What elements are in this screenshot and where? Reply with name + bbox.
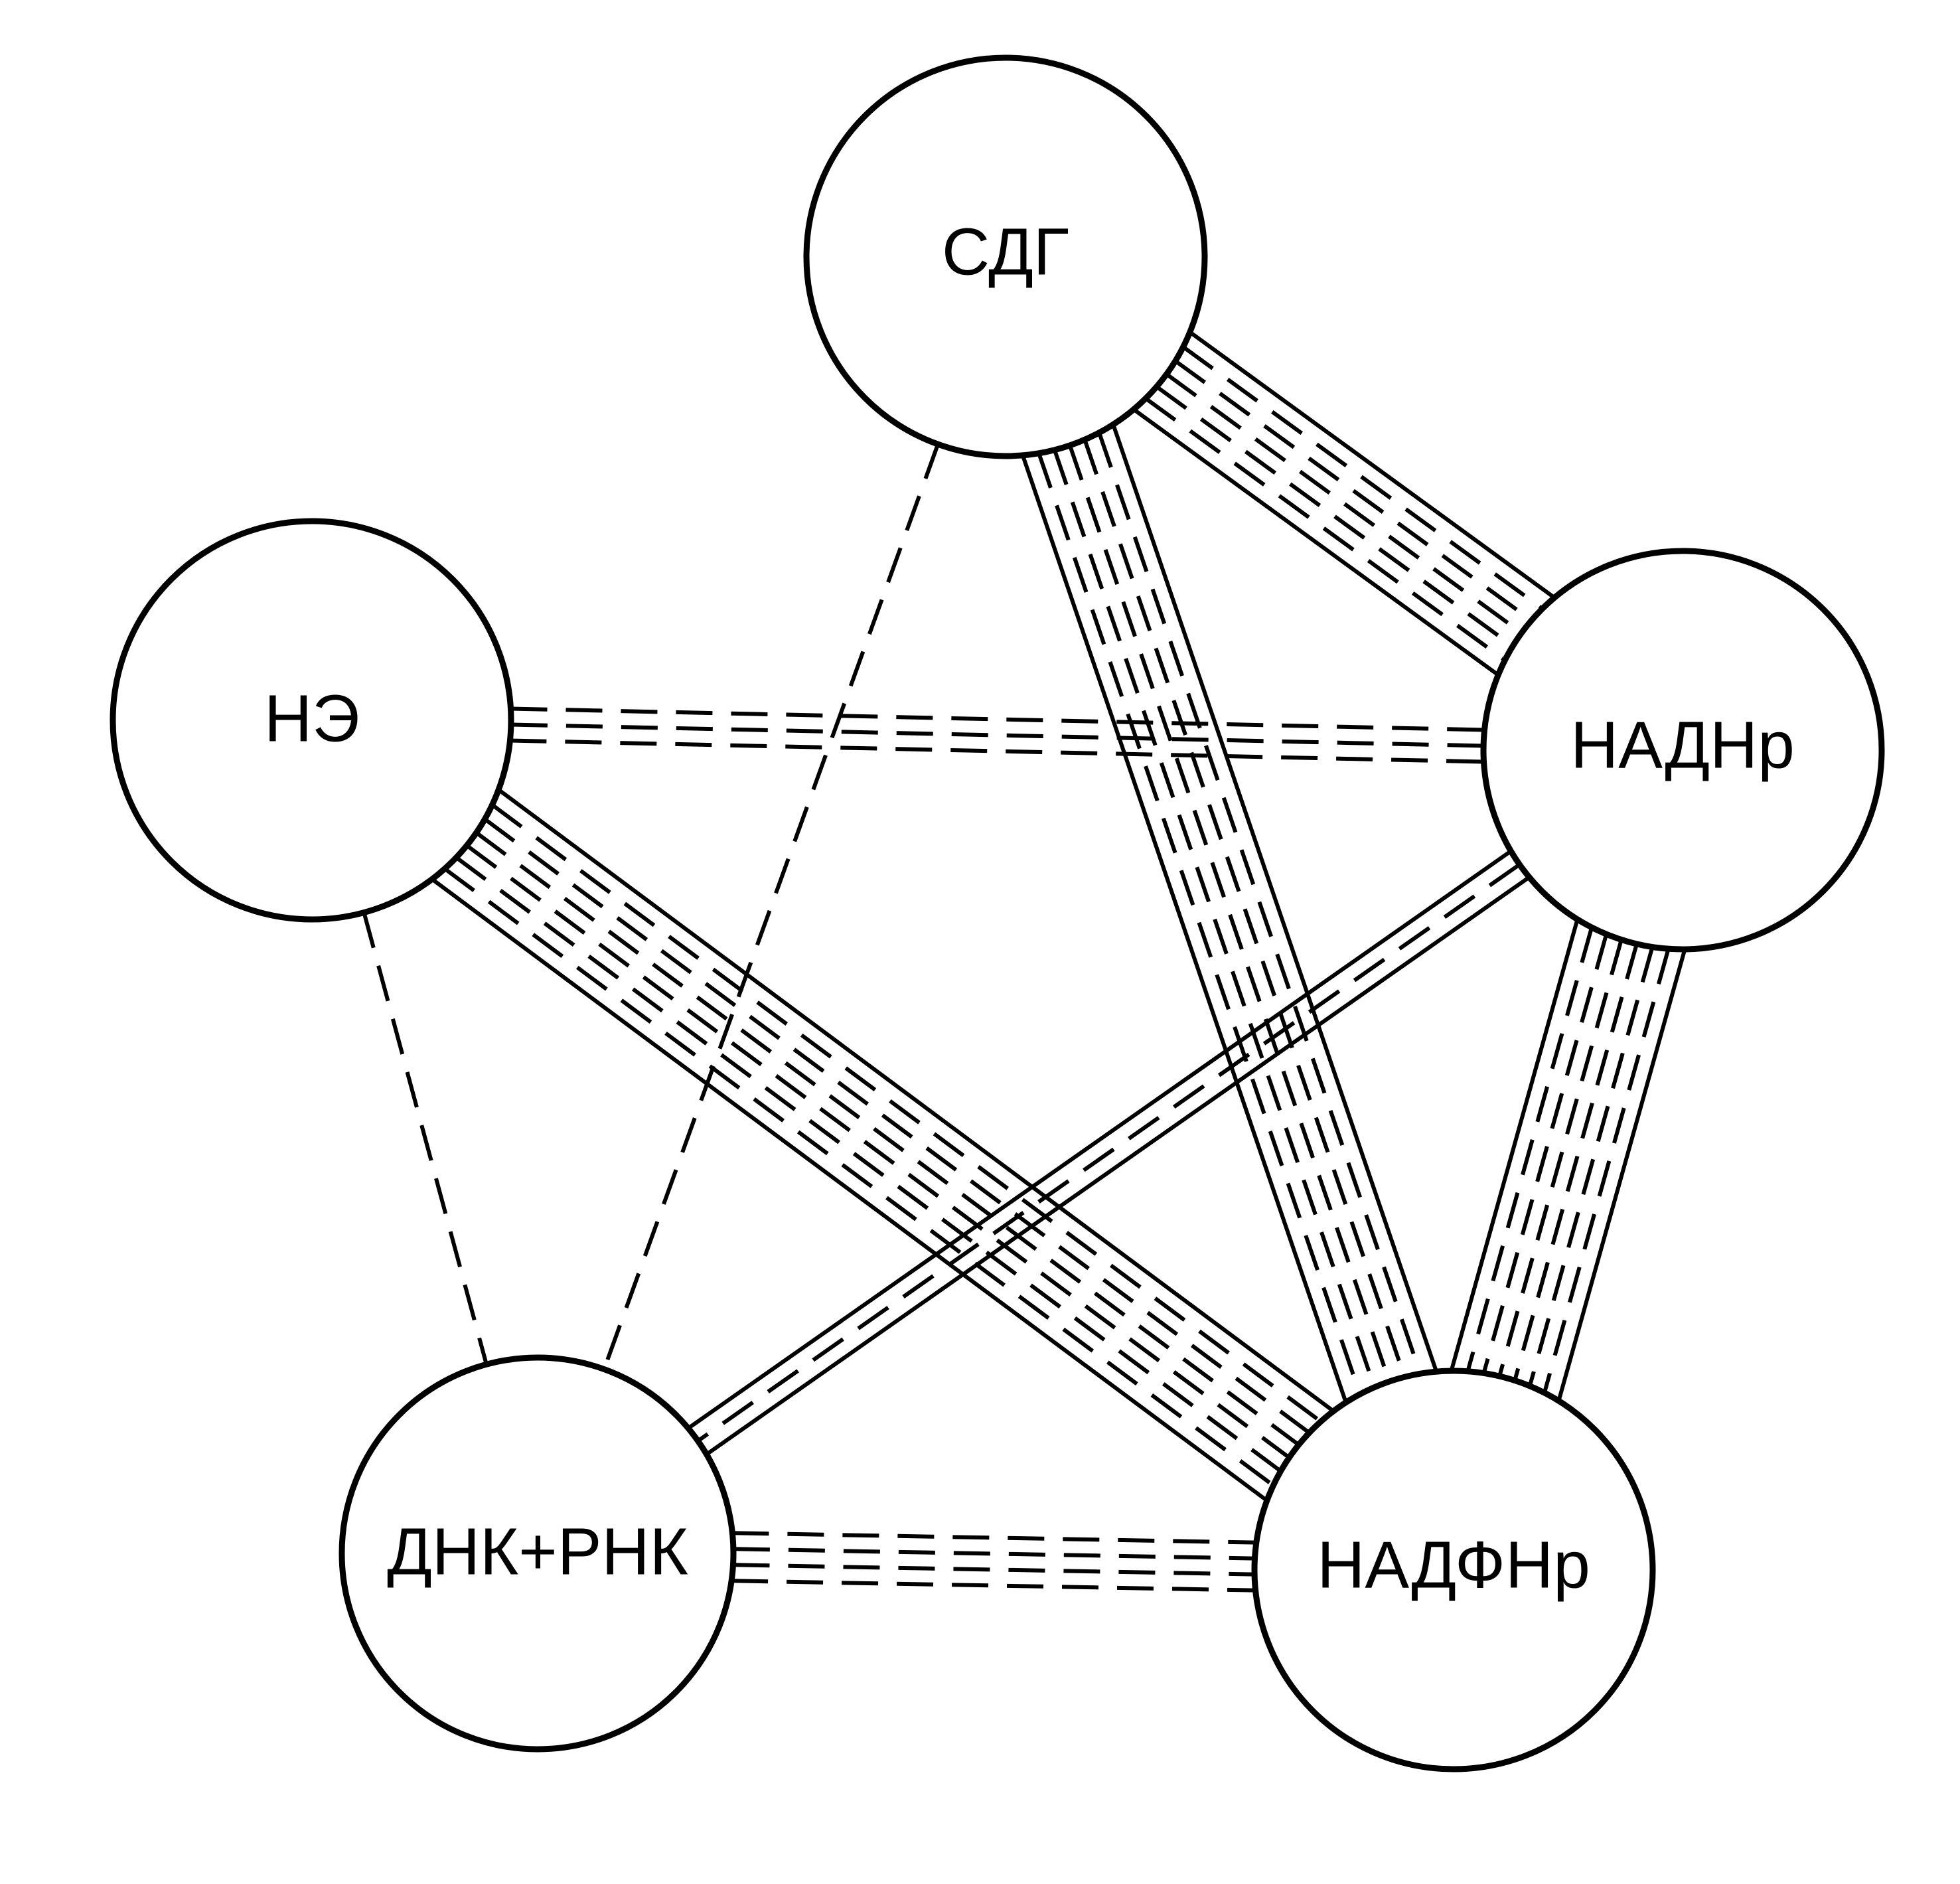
edge-nadhr-dnk-dashed-line-1 <box>696 862 1521 1443</box>
edge-sdg-nadfhr-dashed-line-2 <box>1083 439 1406 1378</box>
edge-sdg-nadfhr-dashed-line-4 <box>1053 449 1377 1388</box>
edge-ne-dnk-dashed-line-0 <box>362 911 489 1366</box>
edge-dnk-nadfhr-dashed-line-1 <box>733 1547 1255 1561</box>
edge-nadhr-nadfhr-solid-line-7 <box>1449 918 1580 1372</box>
node-dnk: ДНК+РНК <box>339 1354 737 1753</box>
edge-nadhr-nadfhr-dashed-line-2 <box>1527 946 1655 1387</box>
edge-sdg-nadhr-dashed-line-4 <box>1155 385 1514 648</box>
edge-ne-nadfhr-dashed-line-4 <box>465 844 1291 1460</box>
edge-nadhr-nadfhr-dashed-line-3 <box>1513 943 1639 1381</box>
edge-sdg-nadfhr-dashed-line-1 <box>1097 432 1422 1375</box>
node-dnk-circle <box>339 1354 737 1753</box>
edge-sdg-nadhr-dashed-line-3 <box>1165 372 1523 635</box>
edge-nadhr-nadfhr-dashed-line-4 <box>1497 939 1623 1377</box>
node-nadhr-label: НАДНр <box>1570 708 1795 782</box>
edge-sdg-nadfhr-solid-line-6 <box>1021 454 1348 1403</box>
node-nadhr: НАДНр <box>1480 548 1885 953</box>
node-sdg-label: СДГ <box>942 214 1069 289</box>
edges-layer <box>362 330 1687 1593</box>
edge-ne-nadfhr-solid-line-0 <box>497 788 1335 1413</box>
edge-sdg-nadfhr-dashed-line-5 <box>1037 452 1362 1395</box>
edge-nadhr-nadfhr-dashed-line-5 <box>1481 933 1609 1374</box>
edge-ne-nadfhr-solid-line-7 <box>431 877 1268 1502</box>
edge-sdg-nadhr-solid-line-6 <box>1132 408 1499 677</box>
edge-nadhr-nadfhr-dashed-line-1 <box>1543 948 1671 1393</box>
node-ne-label: НЭ <box>264 681 360 755</box>
nodes-layer: СДГ НЭ НАДНр ДНК+РНК НАДФНр <box>110 54 1885 1772</box>
edge-ne-nadfhr-dashed-line-6 <box>443 867 1275 1488</box>
edge-dnk-nadfhr-dashed-line-0 <box>732 1531 1256 1545</box>
edge-nadhr-nadfhr-solid-line-0 <box>1556 949 1687 1402</box>
node-nadfhr: НАДФНр <box>1251 1368 1656 1772</box>
edge-sdg-nadhr-solid-line-0 <box>1189 330 1556 599</box>
edge-ne-nadfhr-dashed-line-3 <box>475 830 1300 1447</box>
edge-ne-nadfhr-dashed-line-5 <box>455 856 1282 1473</box>
edge-nadhr-dnk-solid-line-0 <box>705 875 1531 1456</box>
edge-ne-nadfhr-dashed-line-1 <box>490 803 1322 1423</box>
edge-nadhr-dnk-solid-line-2 <box>687 849 1513 1430</box>
node-ne: НЭ <box>110 518 514 923</box>
node-dnk-label: ДНК+РНК <box>387 1514 688 1589</box>
node-nadfhr-circle <box>1251 1368 1656 1772</box>
edge-sdg-nadfhr-dashed-line-3 <box>1068 444 1391 1383</box>
edge-dnk-nadfhr-dashed-line-2 <box>733 1563 1255 1577</box>
node-nadhr-circle <box>1480 548 1885 953</box>
node-nadfhr-label: НАДФНр <box>1317 1528 1590 1602</box>
edge-nadhr-nadfhr-dashed-line-6 <box>1466 927 1594 1372</box>
edge-dnk-nadfhr-dashed-line-3 <box>731 1579 1256 1593</box>
edge-sdg-nadhr-dashed-line-5 <box>1144 396 1507 662</box>
node-sdg-circle <box>803 54 1208 459</box>
edge-sdg-nadhr-dashed-line-1 <box>1181 345 1544 611</box>
edge-sdg-nadfhr-solid-line-0 <box>1111 424 1438 1373</box>
edge-ne-nadfhr-dashed-line-2 <box>483 817 1311 1435</box>
node-sdg: СДГ <box>803 54 1208 459</box>
node-ne-circle <box>110 518 514 923</box>
edge-sdg-nadhr-dashed-line-2 <box>1174 359 1533 622</box>
